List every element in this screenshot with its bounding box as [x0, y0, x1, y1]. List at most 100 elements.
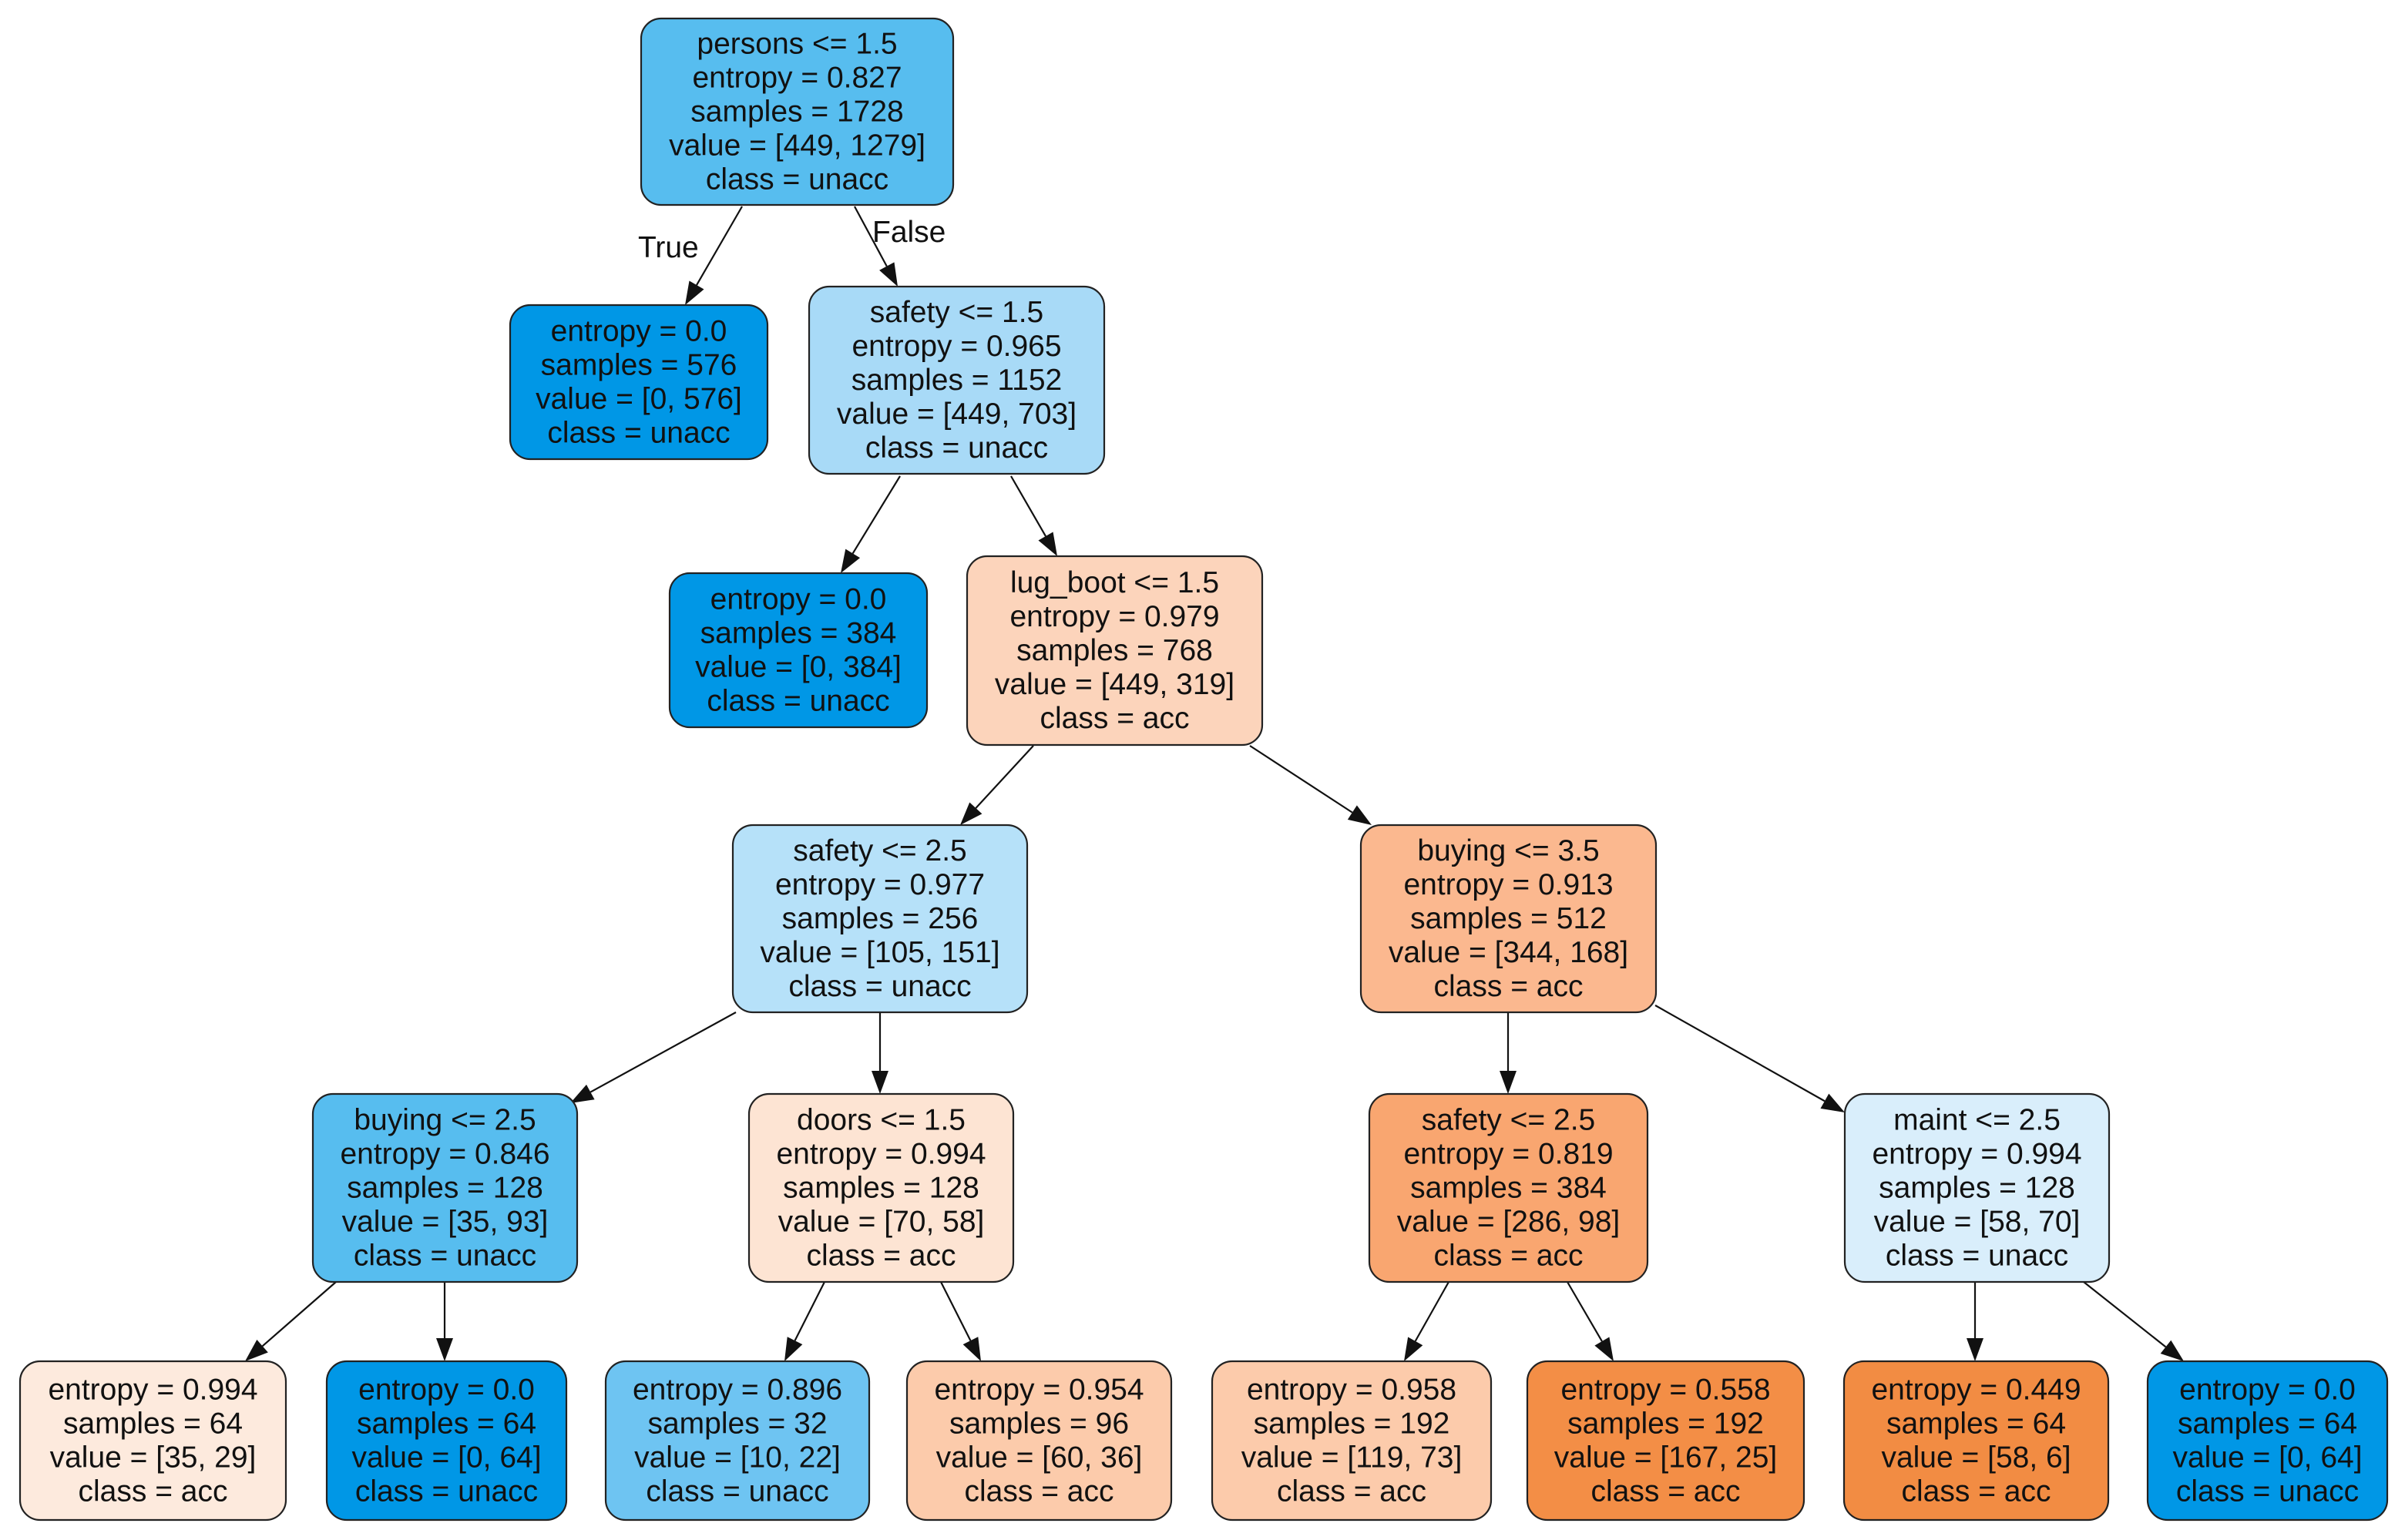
node-line: entropy = 0.913	[1403, 868, 1613, 901]
edge-line	[1010, 475, 1046, 537]
edge-n5-n8	[872, 1012, 888, 1094]
node-line: entropy = 0.449	[1871, 1373, 2081, 1406]
node-line: value = [449, 703]	[837, 398, 1077, 431]
arrowhead-icon	[879, 262, 898, 287]
node-line: samples = 96	[949, 1407, 1129, 1440]
arrowhead-icon	[1820, 1093, 1845, 1112]
node-line: class = unacc	[646, 1475, 828, 1508]
edge-n4-n5	[960, 745, 1034, 825]
node-line: samples = 576	[541, 348, 737, 381]
arrowhead-icon	[841, 549, 861, 573]
node-line: samples = 1728	[690, 95, 903, 128]
edge-n10-n18	[2083, 1281, 2184, 1361]
arrowhead-icon	[436, 1338, 453, 1361]
node-line: value = [35, 93]	[342, 1205, 549, 1238]
edge-n7-n12	[436, 1282, 453, 1361]
node-line: samples = 32	[647, 1407, 827, 1440]
edge-line	[589, 1012, 737, 1093]
node-box	[640, 17, 955, 206]
node-box	[1843, 1092, 2111, 1283]
arrowhead-icon	[1594, 1337, 1614, 1361]
node-line: value = [449, 1279]	[669, 129, 925, 162]
node-line: class = acc	[1040, 702, 1190, 735]
node-line: buying <= 2.5	[354, 1103, 536, 1136]
edge-n4-n6	[1249, 745, 1372, 825]
node-line: class = unacc	[865, 431, 1048, 465]
edge-label-true: True	[638, 231, 699, 264]
node-line: class = unacc	[788, 970, 971, 1003]
node-line: class = acc	[965, 1475, 1114, 1508]
node-box	[509, 304, 769, 461]
node-line: entropy = 0.0	[358, 1373, 535, 1406]
node-box	[1211, 1360, 1493, 1522]
node-line: value = [58, 70]	[1874, 1205, 2081, 1238]
node-line: class = unacc	[706, 163, 888, 196]
node-line: class = acc	[1277, 1475, 1426, 1508]
edge-line	[794, 1281, 825, 1341]
edge-line	[2083, 1281, 2167, 1348]
node-line: entropy = 0.819	[1403, 1137, 1613, 1170]
node-line: entropy = 0.994	[1872, 1137, 2081, 1170]
edge-n9-n16	[1567, 1281, 1614, 1361]
node-line: entropy = 0.994	[48, 1373, 257, 1406]
edge-line	[1249, 745, 1353, 814]
node-box	[1368, 1092, 1649, 1283]
node-box	[604, 1360, 871, 1522]
edge-labels-layer: True False	[638, 216, 946, 264]
node-line: value = [344, 168]	[1389, 936, 1628, 969]
node-line: value = [70, 58]	[778, 1205, 985, 1238]
arrowhead-icon	[960, 802, 982, 825]
node-line: entropy = 0.954	[934, 1373, 1144, 1406]
node-line: doors <= 1.5	[797, 1103, 966, 1136]
node-line: samples = 64	[1886, 1407, 2066, 1440]
edge-n7-n11	[245, 1281, 337, 1361]
arrowhead-icon	[570, 1084, 595, 1103]
edge-n8-n13	[784, 1281, 825, 1361]
node-line: value = [10, 22]	[634, 1441, 841, 1474]
node-line: value = [60, 36]	[936, 1441, 1143, 1474]
node-line: persons <= 1.5	[697, 27, 897, 60]
node-box	[731, 824, 1029, 1014]
node-line: samples = 192	[1254, 1407, 1450, 1440]
arrowhead-icon	[1038, 532, 1057, 556]
node-line: value = [0, 64]	[351, 1441, 541, 1474]
node-line: value = [449, 319]	[995, 668, 1234, 701]
node-line: value = [0, 384]	[695, 650, 902, 683]
node-line: entropy = 0.0	[710, 582, 887, 616]
node-line: entropy = 0.994	[776, 1137, 986, 1170]
node-line: samples = 384	[700, 616, 897, 649]
node-line: class = acc	[1591, 1475, 1741, 1508]
arrowhead-icon	[784, 1337, 803, 1361]
node-line: class = unacc	[707, 684, 889, 717]
edge-line	[975, 745, 1034, 809]
node-box	[966, 555, 1264, 747]
node-line: value = [286, 98]	[1397, 1205, 1620, 1238]
node-line: samples = 64	[357, 1407, 536, 1440]
node-box	[2146, 1360, 2389, 1522]
node-line: entropy = 0.979	[1009, 600, 1219, 633]
node-line: entropy = 0.0	[551, 314, 727, 347]
node-line: samples = 768	[1016, 634, 1213, 667]
node-line: class = acc	[79, 1475, 228, 1508]
node-line: class = acc	[1434, 970, 1584, 1003]
edge-line	[696, 206, 743, 286]
node-line: class = acc	[1902, 1475, 2051, 1508]
arrowhead-icon	[1967, 1338, 1983, 1361]
node-box	[1842, 1360, 2110, 1522]
node-line: entropy = 0.558	[1560, 1373, 1770, 1406]
edge-line	[261, 1281, 337, 1347]
node-line: value = [0, 64]	[2172, 1441, 2362, 1474]
node-box	[1359, 824, 1658, 1014]
node-line: samples = 512	[1410, 902, 1607, 935]
